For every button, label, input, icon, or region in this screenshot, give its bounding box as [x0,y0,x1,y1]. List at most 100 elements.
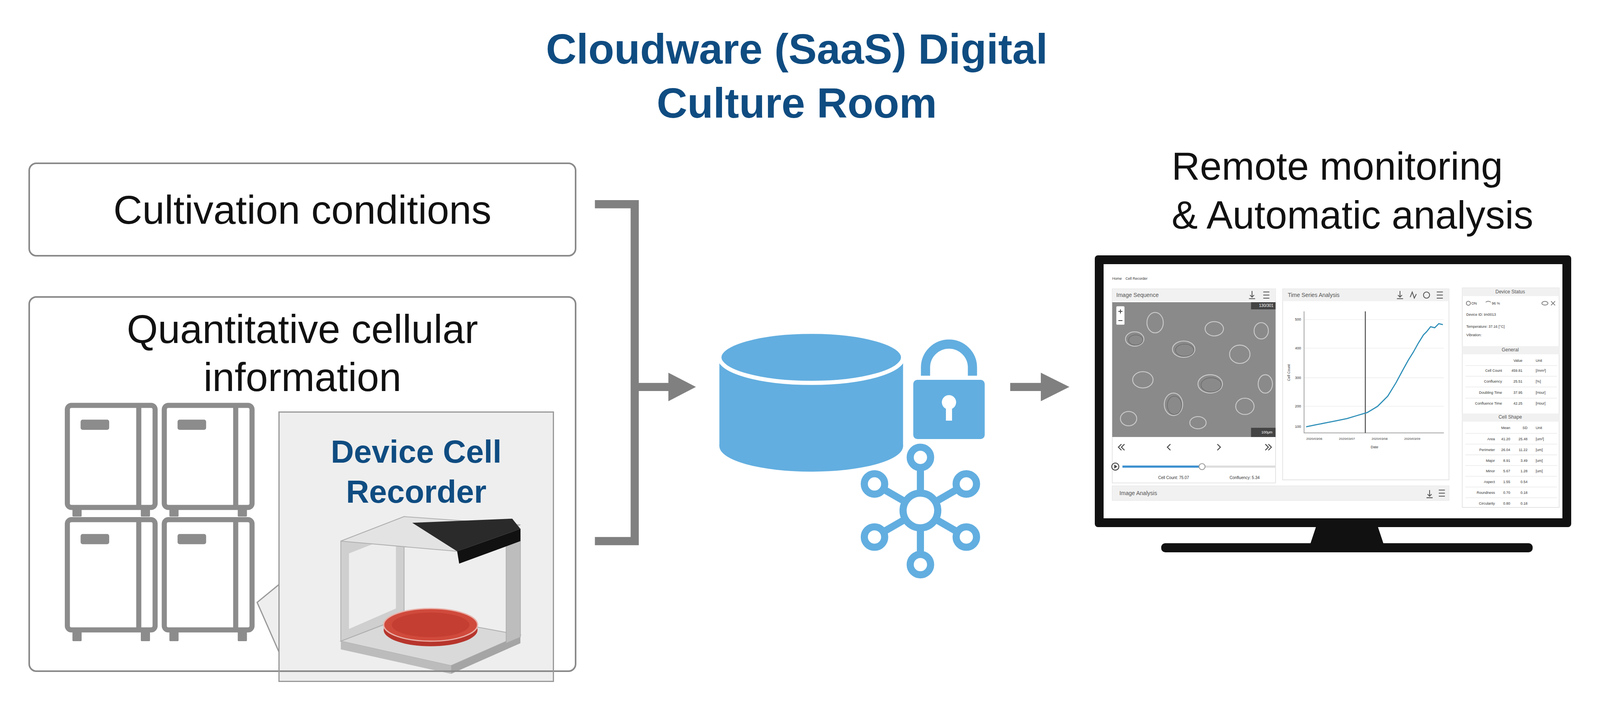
panel-title: Device Status [1495,289,1525,295]
screen-ui [1364,311,1366,433]
incubator-icon [67,405,252,641]
screen-ui [1465,432,1558,434]
screen-ui [1120,411,1137,426]
screen-ui [1304,406,1444,407]
screen-ui [1462,346,1560,354]
screen-ui [1116,306,1125,325]
screen-label: Minor [1486,468,1496,473]
screen-ui [1542,301,1548,305]
screen-label: Major [1486,458,1496,462]
merge-bracket [594,204,635,541]
screen-label: Mean [1501,425,1511,430]
incubator-icon [140,508,150,516]
screen-label: 42.25 [1513,401,1523,406]
lock-icon [911,377,987,441]
network-icon [910,554,931,575]
screen-label: Date [1370,444,1379,449]
screen-label: Roundness [1476,490,1496,495]
screen-ui [1125,331,1144,346]
network-icon [864,526,885,547]
panel-title: Image Analysis [1119,489,1157,496]
screen-label: 25.51 [1513,379,1523,384]
monitor-stand [1161,542,1533,552]
screen-label: Device ID: tm0013 [1466,312,1496,317]
incubator-icon [80,419,110,430]
device-illustration [348,534,396,629]
screen-label: [/mm²] [1535,368,1546,373]
screen-ui [1423,292,1430,298]
screen-label: Unit [1535,358,1542,362]
callout-panel [257,411,554,682]
screen-label: 41.20 [1501,436,1511,441]
screen-label: [um] [1535,468,1543,473]
flow-arrow [1010,372,1070,401]
monitor-stand [1161,525,1533,552]
incubator-icon [169,508,179,516]
network-icon [956,526,977,547]
screen-label: 0.70 [1503,490,1511,495]
screen-ui [1465,465,1558,466]
incubator-icon [72,508,82,516]
network-icon [956,473,977,494]
screen-label: 25.48 [1518,436,1528,441]
screen-ui [1282,288,1450,302]
heading-text: Remote monitoring & Automatic analysis [1171,141,1572,240]
incubator-icon [233,519,239,630]
box-text: Device Cell Recorder [287,431,545,512]
panel-title: General [1501,347,1519,353]
screen-ui [1466,301,1471,306]
screen-ui [1251,302,1276,310]
screen-ui [1175,344,1194,357]
info-box: Quantitative cellular informationDevice … [28,296,577,672]
screen-ui [1120,312,1273,429]
screen-label: Vibration: [1466,332,1482,337]
screen-ui [1122,465,1202,468]
screen-label: [um²] [1535,436,1544,441]
screen-label: 26.04 [1501,447,1511,452]
screen-ui [1304,319,1444,320]
lock-icon [911,344,987,441]
screen-label: [Hour] [1535,401,1546,406]
box-text: Quantitative cellular information [82,304,523,401]
screen-ui [1167,444,1171,450]
screen-ui [1410,292,1417,298]
screen-ui [1172,340,1195,358]
screen-ui [1217,444,1221,450]
screen-ui [1112,485,1450,500]
screen-label: 100 [1295,424,1302,429]
screen-label: 1.28 [1520,468,1528,473]
screen-label: [Hour] [1535,390,1546,394]
screen-ui [1121,444,1125,450]
screen-ui [1112,287,1560,500]
screen-ui [1105,263,1564,519]
screen-ui [1465,386,1558,387]
screen-label: ON [1471,300,1478,305]
screen-label: Cell Recorder [1125,276,1148,281]
screen-label: Area [1487,436,1495,441]
screen-label: Cell Count [1286,364,1291,381]
screen-label: 37.95 [1513,390,1523,394]
screen-ui [1465,365,1558,366]
screen-label: 100μm [1261,430,1273,434]
screen-ui [1462,287,1560,296]
screen-ui [1551,301,1556,306]
screen-ui [1254,322,1269,339]
device-box: Device Cell Recorder [278,411,554,682]
incubator-icon [72,419,247,641]
screen-ui [1263,292,1270,298]
screen-label: Unit [1535,425,1542,430]
screen-label: 2020/03/08 [1371,436,1388,441]
arrow-head [668,372,696,401]
screen-ui [1306,323,1443,427]
callout-panel [257,583,280,653]
screen-ui [1112,287,1560,507]
screen-label: Perimeter [1479,447,1495,452]
screen-ui [1304,311,1444,433]
screen-ui [1465,375,1558,376]
database-icon [719,331,903,472]
screen-ui [1282,288,1450,480]
screen-ui [1198,374,1223,393]
incubator-icon [233,405,239,508]
screen-label: Cell Count [1485,368,1502,373]
screen-ui [1114,464,1118,469]
